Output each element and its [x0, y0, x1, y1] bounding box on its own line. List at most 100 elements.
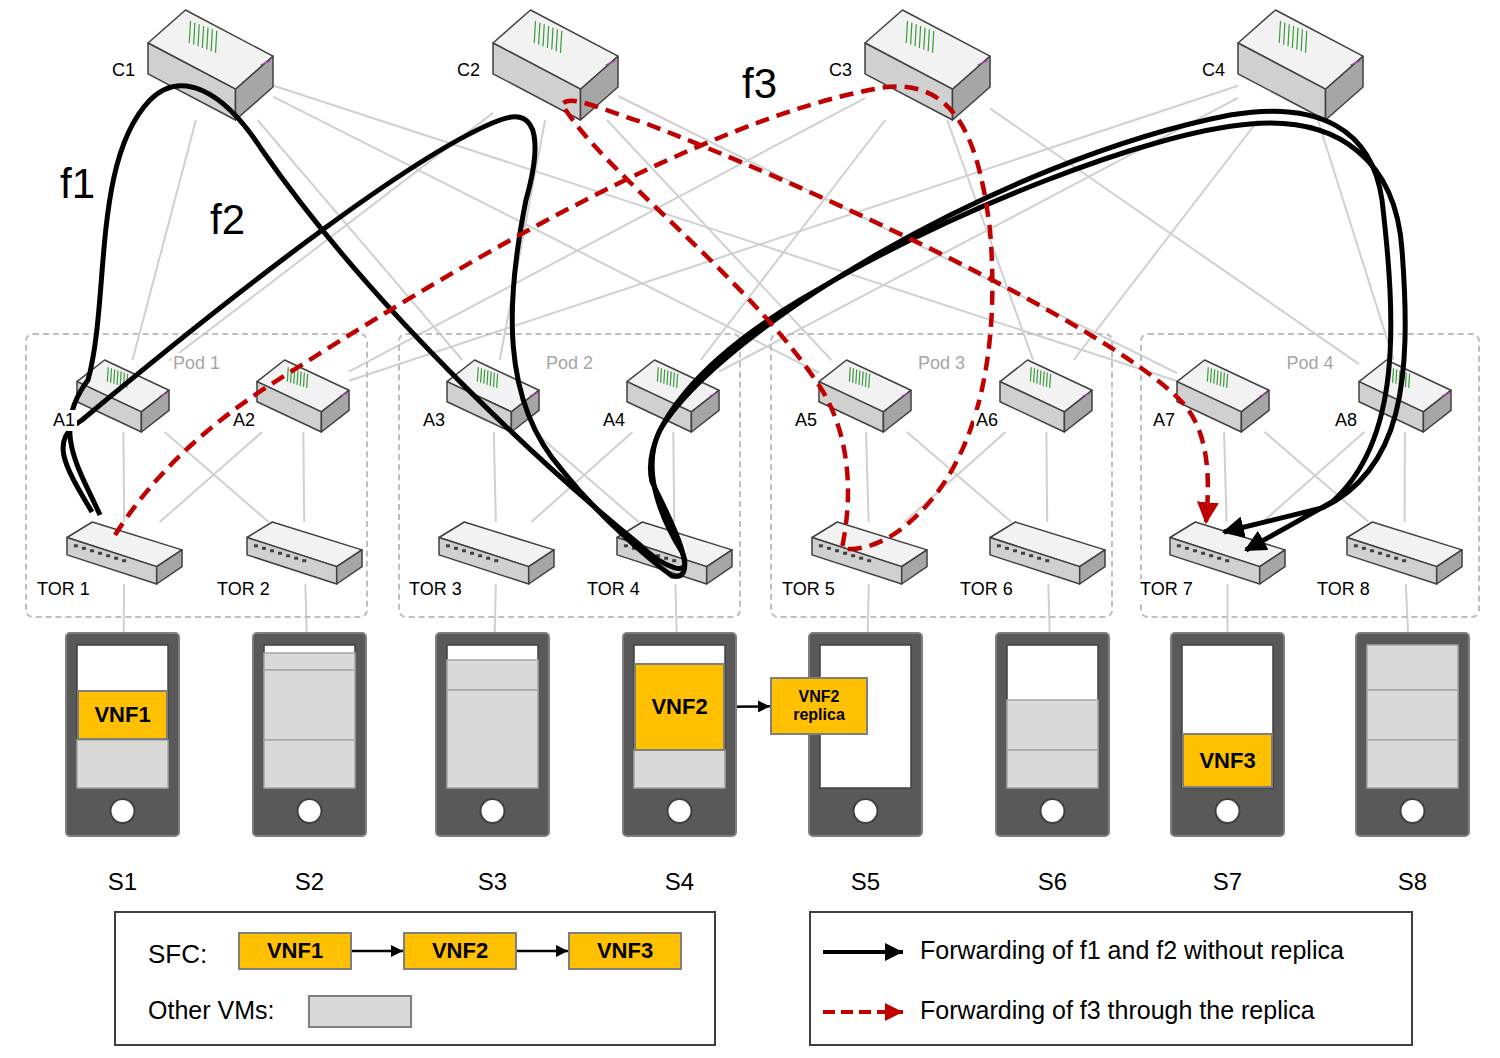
switch-icon — [819, 360, 911, 432]
server-rack: S2 — [252, 632, 367, 837]
aggregation-switch: A1 — [77, 360, 169, 432]
port-dot — [1201, 552, 1205, 555]
switch-detail — [556, 29, 557, 51]
switch-icon — [1238, 10, 1363, 120]
port-dot — [1193, 549, 1197, 552]
switch-face — [439, 538, 529, 585]
flow-label: f2 — [208, 196, 247, 244]
switch-detail — [902, 393, 909, 396]
switch-detail — [340, 393, 347, 396]
tor-switch: TOR 8 — [1347, 522, 1462, 584]
switch-detail — [486, 370, 488, 384]
switch-icon — [447, 360, 539, 432]
switch-face — [1260, 550, 1285, 584]
vnf-label: VNF2 replica — [777, 688, 861, 723]
port-dot — [624, 544, 628, 547]
switch-icon — [247, 522, 362, 584]
port-dot — [656, 554, 660, 557]
switch-face — [67, 538, 157, 585]
switch-face — [990, 538, 1080, 585]
switch-detail — [1405, 373, 1407, 387]
switch-detail — [1083, 393, 1090, 396]
legend-vnf-box: VNF1 — [238, 932, 352, 970]
power-button — [111, 799, 135, 823]
port-dot — [74, 544, 78, 547]
network-link — [1406, 584, 1408, 632]
port-dot — [122, 559, 126, 562]
network-link — [1045, 432, 1048, 522]
switch-icon — [865, 10, 990, 120]
switch-face — [247, 538, 337, 585]
switch-label: A6 — [974, 410, 1000, 431]
tor-switch: TOR 4 — [617, 522, 732, 584]
switch-detail — [911, 23, 912, 45]
port-dot — [1021, 552, 1025, 555]
port-dot — [851, 554, 855, 557]
port-dot — [454, 547, 458, 550]
port-dot — [470, 552, 474, 555]
switch-detail — [530, 393, 537, 396]
port-dot — [1354, 544, 1358, 547]
switch-face — [141, 390, 169, 432]
server-rack: S1VNF1 — [65, 632, 180, 837]
network-link — [904, 432, 1005, 522]
vm-slot — [1367, 645, 1458, 690]
legend-title: SFC: — [146, 940, 209, 970]
switch-detail — [296, 370, 298, 384]
port-dot — [1185, 547, 1189, 550]
network-link — [1263, 432, 1365, 522]
vm-slot — [264, 740, 355, 788]
rack-panel — [820, 645, 911, 788]
switch-icon — [990, 522, 1105, 584]
network-link — [495, 584, 496, 632]
vm-slot — [264, 653, 355, 670]
legend-vnf-box: VNF2 — [403, 932, 517, 970]
port-dot — [664, 557, 668, 560]
switch-face — [493, 43, 581, 120]
port-dot — [106, 554, 110, 557]
rack-body — [1356, 633, 1469, 836]
network-link — [607, 120, 831, 360]
switch-icon — [1000, 360, 1092, 432]
switch-detail — [561, 31, 562, 53]
rack-body — [253, 633, 366, 836]
power-button — [1216, 799, 1240, 823]
switch-detail — [216, 31, 217, 53]
tor-switch: TOR 3 — [439, 522, 554, 584]
switch-detail — [543, 24, 544, 46]
rack-body — [809, 633, 922, 836]
switch-detail — [1279, 21, 1280, 43]
server-label: S8 — [1396, 868, 1429, 896]
port-dot — [1217, 557, 1221, 560]
network-link — [305, 584, 306, 632]
flow-label: f3 — [740, 60, 779, 108]
port-dot — [1029, 554, 1033, 557]
switch-detail — [123, 373, 125, 387]
switch-detail — [858, 370, 860, 384]
switch-label: C4 — [1200, 60, 1227, 81]
port-dot — [1013, 549, 1017, 552]
switch-detail — [1389, 367, 1391, 381]
rack-panel — [447, 645, 538, 788]
aggregation-switch: A3 — [447, 360, 539, 432]
vnf-box: VNF3 — [1182, 733, 1273, 788]
switch-detail — [1292, 26, 1293, 48]
port-dot — [82, 547, 86, 550]
switch-detail — [1220, 372, 1222, 386]
rack-body — [1171, 633, 1284, 836]
server-label: S2 — [293, 868, 326, 896]
switch-detail — [657, 367, 659, 381]
server-rack: S4VNF2 — [622, 632, 737, 837]
network-link — [1404, 432, 1406, 522]
switch-detail — [1284, 23, 1285, 45]
switch-detail — [552, 28, 553, 50]
pod-group: Pod 4A7A8TOR 7TOR 8 — [1140, 333, 1480, 618]
switch-detail — [660, 368, 662, 382]
switch-icon — [439, 522, 554, 584]
switch-icon — [257, 360, 349, 432]
switch-detail — [480, 368, 482, 382]
network-link — [273, 97, 819, 373]
switch-face — [1238, 43, 1326, 120]
